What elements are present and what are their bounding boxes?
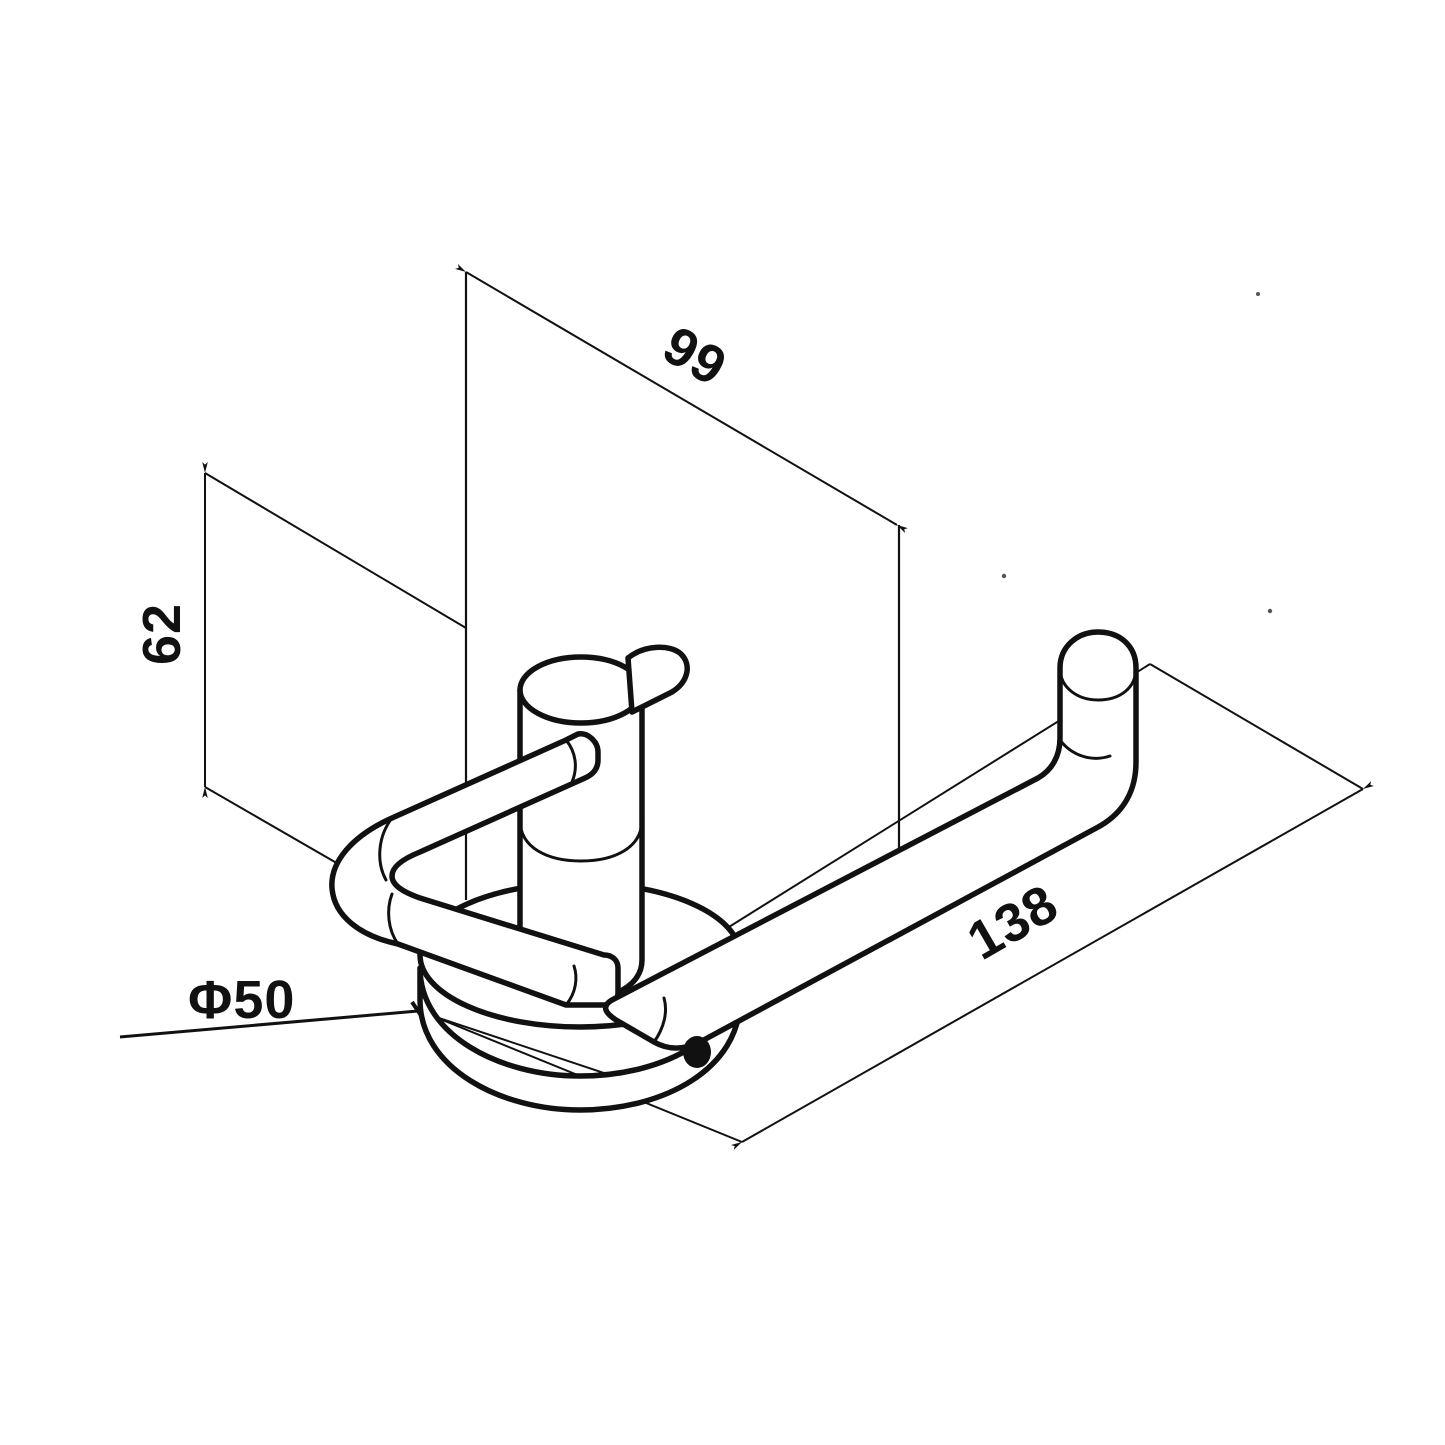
speckle-3: [1256, 292, 1260, 296]
leader-line-phi50: [119, 1009, 419, 1039]
post-knob-body: [625, 644, 690, 715]
left-arm-end-arc-upper: [564, 738, 577, 784]
ext-line-138-upper-right: [1149, 663, 1364, 790]
speckle-1: [1001, 573, 1007, 579]
dim-line-99: [455, 264, 908, 533]
dimension-label-62: 62: [132, 603, 192, 665]
right-arm-tip-arc: [1058, 666, 1138, 702]
right-arm-elbow-arc: [1036, 736, 1062, 780]
speckle-2: [1267, 608, 1273, 614]
dim-line-138: [731, 781, 1374, 1150]
part-geometry: [329, 629, 1139, 1113]
left-arm-tube: [329, 731, 621, 1008]
left-arm-end-arc-lower: [564, 964, 578, 1007]
right-arm-elbow-inner-arc: [1058, 738, 1112, 760]
left-arm-body: [329, 731, 621, 1008]
post-top-ellipse: [517, 654, 645, 726]
set-screw-dot: [683, 1036, 711, 1068]
ext-line-62-top: [204, 472, 467, 629]
post-collar-line: [518, 818, 644, 863]
post-knob: [625, 644, 690, 715]
dimension-label-phi50: Φ50: [188, 970, 295, 1030]
scan-speckles: [1001, 292, 1273, 614]
right-arm-tube: [602, 629, 1139, 1051]
left-arm-bend-arc-lower: [387, 892, 400, 946]
left-arm-bend-arc-upper: [378, 816, 394, 882]
right-arm-base-arc: [652, 996, 668, 1044]
